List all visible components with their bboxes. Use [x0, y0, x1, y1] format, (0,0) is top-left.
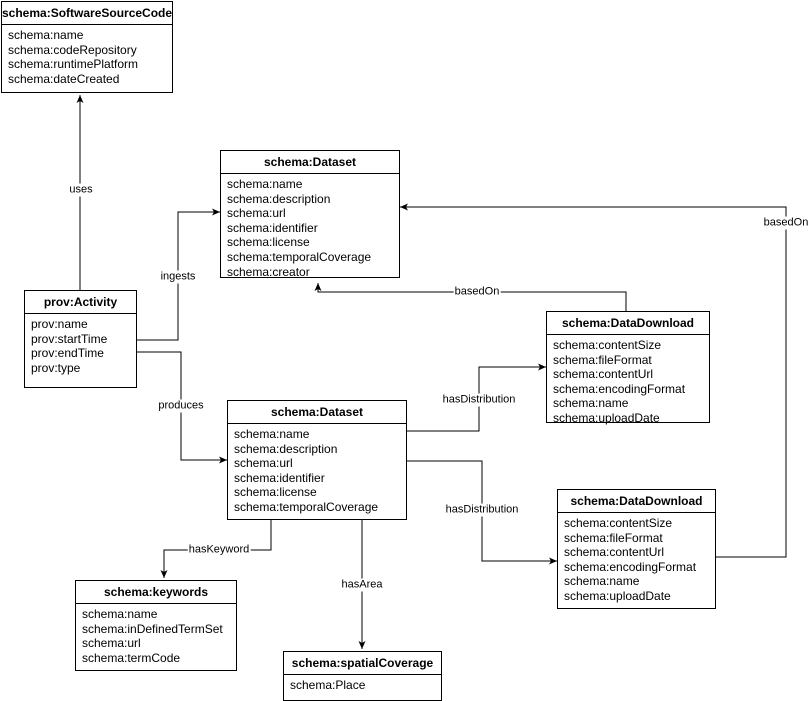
attribute-row: schema:name [564, 574, 640, 589]
attribute-row: schema:license [234, 485, 317, 500]
produces-label: produces [157, 399, 205, 413]
class-title: schema:Dataset [228, 401, 406, 424]
attribute-row: schema:creator [227, 264, 310, 279]
spatial-coverage-class[interactable]: schema:spatialCoverage schema:Place [283, 651, 442, 701]
attribute-row: prov:startTime [31, 331, 108, 346]
attribute-row: schema:encodingFormat [553, 381, 686, 396]
attribute-row: schema:name [227, 177, 303, 191]
attribute-row: schema:description [227, 191, 331, 206]
attribute-row: schema:name [553, 396, 629, 411]
class-title: schema:SoftwareSourceCode [2, 2, 172, 25]
class-title: schema:DataDownload [547, 312, 709, 335]
attribute-row: prov:name [31, 317, 88, 331]
attribute-row: schema:contentSize [553, 338, 662, 352]
has-area-label: hasArea [340, 578, 384, 592]
uses-label: uses [68, 183, 94, 197]
attribute-row: schema:runtimePlatform [8, 57, 139, 72]
class-title: schema:spatialCoverage [284, 652, 441, 675]
class-title: schema:keywords [76, 581, 236, 604]
class-title: prov:Activity [25, 291, 136, 314]
attribute-row: schema:inDefinedTermSet [82, 621, 223, 636]
attribute-row: schema:name [8, 28, 84, 42]
attribute-row: schema:url [234, 456, 293, 471]
based-on-label-1: basedOn [453, 285, 501, 299]
attribute-row: schema:temporalCoverage [227, 249, 372, 264]
attribute-row: schema:contentUrl [564, 545, 665, 560]
attribute-list: schema:Place [284, 675, 441, 693]
attribute-row: schema:name [82, 607, 158, 621]
attribute-row: schema:fileFormat [564, 530, 663, 545]
class-title: schema:Dataset [221, 151, 399, 174]
attribute-row: schema:contentUrl [553, 367, 654, 382]
attribute-row: schema:url [227, 206, 286, 221]
attribute-row: schema:dateCreated [8, 71, 120, 86]
class-title: schema:DataDownload [558, 490, 715, 513]
attribute-row: schema:uploadDate [553, 410, 660, 425]
has-keyword-label: hasKeyword [187, 543, 251, 557]
attribute-row: schema:identifier [227, 220, 318, 235]
attribute-row: schema:identifier [234, 470, 325, 485]
attribute-row: schema:codeRepository [8, 42, 137, 57]
attribute-row: schema:Place [290, 678, 366, 692]
has-distribution-label-1: hasDistribution [441, 393, 517, 407]
attribute-row: schema:encodingFormat [564, 559, 697, 574]
attribute-row: schema:uploadDate [564, 588, 671, 603]
attribute-row: schema:description [234, 441, 338, 456]
attribute-row: schema:temporalCoverage [234, 499, 379, 514]
ingests-label: ingests [159, 270, 197, 284]
attribute-row: schema:url [82, 636, 141, 651]
has-distribution-label-2: hasDistribution [444, 503, 520, 517]
attribute-row: schema:license [227, 235, 310, 250]
based-on-label-2: basedOn [762, 216, 809, 230]
based-on-connector-2 [400, 203, 787, 558]
attribute-row: schema:contentSize [564, 516, 673, 530]
attribute-row: schema:fileFormat [553, 352, 652, 367]
attribute-row: prov:endTime [31, 346, 104, 361]
attribute-row: schema:termCode [82, 650, 181, 665]
attribute-row: schema:name [234, 427, 310, 441]
attribute-row: prov:type [31, 360, 81, 375]
